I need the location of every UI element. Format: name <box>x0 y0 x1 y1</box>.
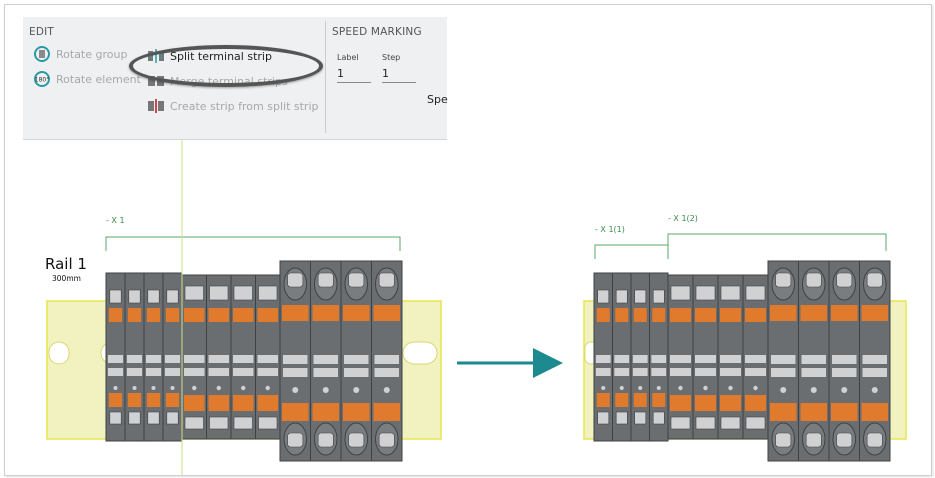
step-input[interactable]: 1 <box>382 67 416 83</box>
create-strip-icon <box>148 99 164 113</box>
terminal-block-small[interactable] <box>105 272 126 442</box>
terminal-block-medium[interactable] <box>181 274 207 440</box>
terminal-block-large[interactable] <box>798 260 830 462</box>
speed-marking-title: SPEED MARKING <box>332 26 422 38</box>
terminal-block-small[interactable] <box>124 272 145 442</box>
terminal-strip-right-1[interactable] <box>593 272 669 442</box>
terminal-block-medium[interactable] <box>255 274 281 440</box>
terminal-block-large[interactable] <box>310 260 342 462</box>
terminal-block-large[interactable] <box>828 260 860 462</box>
rotate-group-icon <box>34 46 50 62</box>
strip-bracket-x1-1 <box>594 244 669 259</box>
terminal-block-small[interactable] <box>630 272 650 442</box>
rail-name: Rail 1 <box>45 255 87 273</box>
diagram-canvas: - X 1 Rail 1 300mm - X 1(1) - X 1(2) <box>45 137 907 475</box>
terminal-block-small[interactable] <box>162 272 183 442</box>
terminal-block-small[interactable] <box>593 272 613 442</box>
create-strip-from-split-button[interactable]: Create strip from split strip <box>147 97 318 115</box>
rotate-element-button[interactable]: 180° Rotate element <box>33 70 141 88</box>
rotate-element-icon: 180° <box>34 71 50 87</box>
label-input[interactable]: 1 <box>337 67 371 83</box>
strip-bracket-x1 <box>105 236 401 251</box>
terminal-block-small[interactable] <box>143 272 164 442</box>
terminal-block-small[interactable] <box>649 272 669 442</box>
strip-label-x1-2: - X 1(2) <box>668 214 698 223</box>
terminal-block-medium[interactable] <box>206 274 232 440</box>
terminal-block-large[interactable] <box>340 260 372 462</box>
strip-bracket-x1-2 <box>667 233 887 251</box>
strip-label-x1-1: - X 1(1) <box>595 225 625 234</box>
terminal-block-medium[interactable] <box>230 274 256 440</box>
step-caption: Step <box>382 53 401 62</box>
rail-slot <box>402 341 438 365</box>
rail-length: 300mm <box>52 274 81 283</box>
terminal-block-medium[interactable] <box>667 274 694 440</box>
rail-slot <box>48 341 70 365</box>
rotate-group-button[interactable]: Rotate group <box>33 45 127 63</box>
terminal-block-medium[interactable] <box>717 274 744 440</box>
terminal-strip-left[interactable] <box>105 260 403 462</box>
terminal-block-large[interactable] <box>279 260 311 462</box>
ribbon-panel: EDIT Rotate group 180° Rotate element Sp… <box>23 17 448 140</box>
rotate-group-label: Rotate group <box>56 47 128 61</box>
ribbon-separator <box>325 21 326 133</box>
terminal-block-medium[interactable] <box>692 274 719 440</box>
label-caption: Label <box>337 53 359 62</box>
right-diagram: - X 1(1) - X 1(2) <box>583 214 907 462</box>
terminal-strip-right-2[interactable] <box>667 260 891 462</box>
terminal-block-large[interactable] <box>767 260 799 462</box>
terminal-block-large[interactable] <box>859 260 891 462</box>
terminal-block-medium[interactable] <box>742 274 769 440</box>
rotate-element-label: Rotate element <box>56 72 141 86</box>
terminal-block-large[interactable] <box>371 260 403 462</box>
edit-group-title: EDIT <box>29 26 55 38</box>
speed-marking-truncated-label: Spe <box>427 93 448 106</box>
svg-text:180°: 180° <box>35 77 49 84</box>
strip-label-x1: - X 1 <box>106 216 125 225</box>
create-strip-label: Create strip from split strip <box>170 99 319 113</box>
screenshot-frame: - X 1 Rail 1 300mm - X 1(1) - X 1(2) EDI… <box>4 4 932 476</box>
left-diagram: - X 1 Rail 1 300mm <box>45 137 442 475</box>
terminal-block-small[interactable] <box>612 272 632 442</box>
split-strip-highlight-ellipse <box>129 45 323 87</box>
